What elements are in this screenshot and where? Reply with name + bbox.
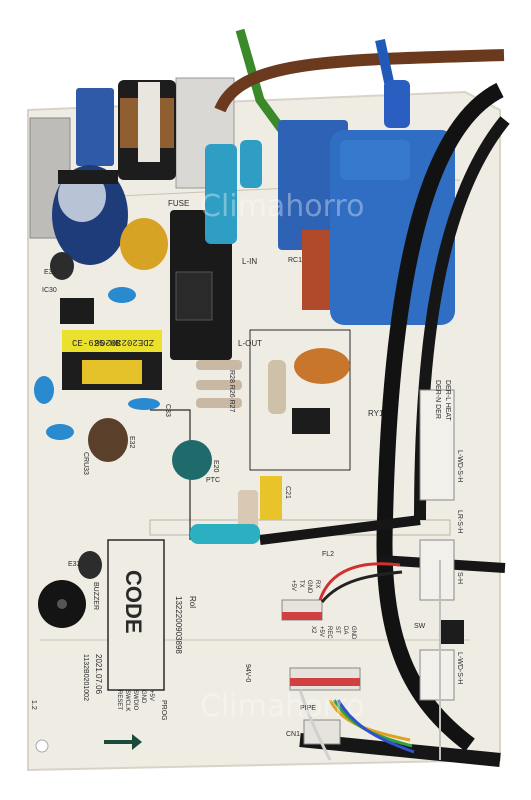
pin-right: GND	[350, 626, 356, 640]
e31-label: E31	[44, 269, 57, 276]
l-in-label: L-IN	[242, 257, 257, 266]
watermark: Climahorro	[200, 689, 364, 724]
c33-label: C33	[164, 404, 171, 417]
l-out-label: L-OUT	[238, 339, 262, 348]
pin-right: REC	[326, 626, 332, 639]
transformer-label: CE-625-HB	[72, 339, 121, 349]
pin-left: +5V	[148, 690, 154, 701]
serial-label: 1322200903898	[174, 596, 183, 654]
pins-right: GND DA ST REC +5V X2	[310, 626, 356, 640]
x-capacitor	[76, 88, 114, 166]
board-id-label: 1132B0201002	[82, 654, 89, 701]
watermark: Climahorro	[200, 189, 364, 224]
ul-logo: 94V-0	[244, 664, 251, 682]
code-box	[107, 539, 165, 691]
e32-label: E32	[128, 436, 135, 449]
pin-mid: TX	[298, 580, 304, 588]
pin-left: SWDIO	[132, 690, 138, 711]
rc1-label: RC1	[288, 257, 302, 264]
pipe-label: PIPE	[300, 705, 316, 712]
conn-label: DER-N DER	[434, 380, 441, 419]
sw-label: SW	[414, 623, 426, 630]
version-label: 1.2	[30, 700, 37, 710]
black-cable	[376, 82, 504, 752]
conn-label: LR-S-H	[456, 510, 463, 533]
ptc-label: PTC	[206, 477, 220, 484]
pins-mid: RX GND TX +5V	[290, 580, 320, 594]
conn-label: L-WD-S-H	[456, 450, 463, 482]
c21-label: C21	[284, 486, 291, 499]
prog-label: PROG	[160, 700, 167, 721]
ic30-label: IC30	[42, 287, 57, 294]
pin-left: GND	[140, 690, 146, 704]
conn-label: S-H	[456, 572, 463, 584]
connector-labels: L-WD-S-H LR-S-H S-H L-WD-S-H DER-N DER D…	[434, 380, 463, 684]
pin-mid: RX	[314, 580, 320, 588]
conn-label: DER-L HEAT	[444, 380, 451, 422]
cru33-label: CRU33	[82, 452, 89, 475]
pin-right: DA	[342, 626, 348, 634]
date-label: 2021.07.06	[94, 654, 103, 695]
fl2-label: FL2	[322, 551, 334, 558]
cn1-label: CN1	[286, 731, 300, 738]
buzzer-label: BUZZER	[92, 582, 99, 610]
pin-left: SWCLK	[124, 690, 130, 711]
code-label: CODE	[121, 570, 146, 634]
part-label: ZDE20230206	[95, 337, 154, 347]
e33-label: E33	[68, 561, 81, 568]
ry1-label: RY1	[368, 409, 384, 418]
resistors-label: R28 R26 R27	[228, 370, 235, 413]
e20-label: E20	[212, 460, 219, 473]
pins-left: +5V GND SWDIO SWCLK RESET	[116, 690, 154, 711]
pin-right: X2	[310, 626, 316, 634]
pin-left: RESET	[116, 690, 122, 710]
pin-mid: +5V	[290, 580, 296, 591]
pin-right: +5V	[318, 626, 324, 637]
fuse-label: FUSE	[168, 199, 189, 208]
pin-mid: GND	[306, 580, 312, 594]
rol-label: Rol	[188, 596, 197, 608]
pin-right: ST	[334, 626, 340, 634]
conn-label: L-WD-S-H	[456, 652, 463, 684]
